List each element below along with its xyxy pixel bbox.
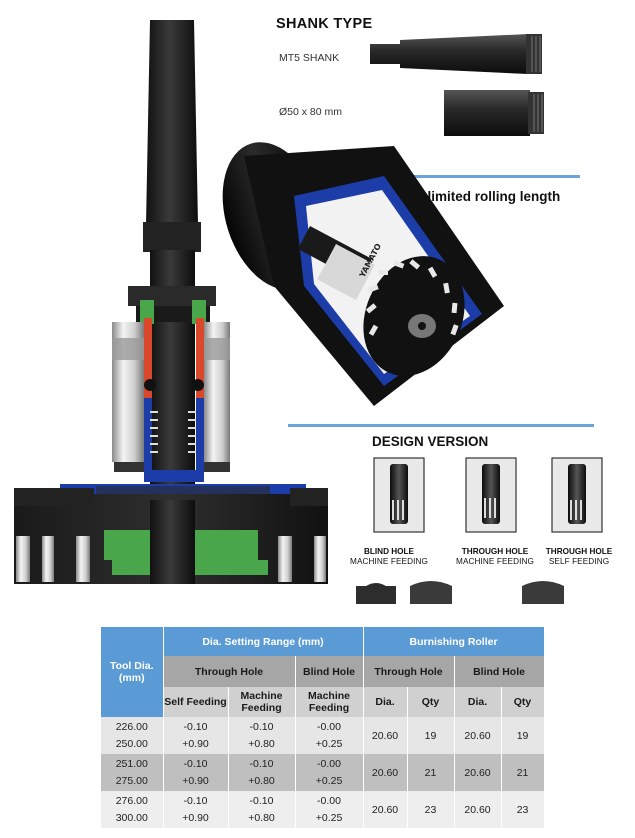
header-blind-dia: Dia. (454, 687, 502, 717)
design-version-title: DESIGN VERSION (372, 434, 489, 449)
cylindrical-shank-illustration (444, 90, 544, 136)
self-feeding-cell: -0.10+0.90 (163, 717, 229, 754)
specification-table: Tool Dia. (mm) Dia. Setting Range (mm) B… (101, 627, 545, 828)
blind-qty-cell: 23 (501, 791, 545, 828)
tool-cross-section-illustration (14, 20, 328, 584)
header-setting-range: Dia. Setting Range (mm) (163, 627, 364, 656)
blind-qty-cell: 21 (501, 754, 545, 791)
section-divider (288, 424, 594, 427)
design-version-line2: MACHINE FEEDING (350, 557, 428, 566)
blind-dia-cell: 20.60 (454, 717, 502, 754)
header-machine-feeding: Machine Feeding (228, 687, 296, 717)
through-qty-cell: 21 (407, 754, 455, 791)
header-through-qty: Qty (407, 687, 455, 717)
through-dia-cell: 20.60 (363, 717, 408, 754)
blind-machine-feeding-cell: -0.00+0.25 (295, 717, 364, 754)
blind-machine-feeding-cell: -0.00+0.25 (295, 791, 364, 828)
blind-dia-cell: 20.60 (454, 754, 502, 791)
through-dia-cell: 20.60 (363, 754, 408, 791)
mt5-shank-label: MT5 SHANK (279, 52, 340, 64)
machine-feeding-cell: -0.10+0.80 (228, 754, 296, 791)
design-version-line1: BLIND HOLE (363, 547, 415, 556)
roller-in-bore-illustration: YAMATO (222, 142, 504, 406)
header-tool-dia: Tool Dia. (mm) (101, 627, 164, 717)
design-version-illustrations (356, 457, 603, 604)
through-qty-cell: 19 (407, 717, 455, 754)
design-version-label-through-hole-machine: THROUGH HOLE MACHINE FEEDING (450, 547, 540, 567)
header-roller-through-hole: Through Hole (363, 656, 455, 687)
design-version-line2: SELF FEEDING (548, 557, 610, 566)
cylindrical-shank-label: Ø50 x 80 mm (279, 106, 343, 118)
design-version-line2: MACHINE FEEDING (456, 557, 534, 566)
self-feeding-cell: -0.10+0.90 (163, 791, 229, 828)
design-version-line1: THROUGH HOLE (545, 547, 613, 556)
unlimited-rolling-length-label: unlimited rolling length (411, 189, 561, 204)
self-feeding-cell: -0.10+0.90 (163, 754, 229, 791)
shank-type-title: SHANK TYPE (276, 16, 373, 32)
mt5-shank-illustration (370, 34, 542, 74)
header-blind-machine-feeding: Machine Feeding (295, 687, 364, 717)
design-version-line1: THROUGH HOLE (461, 547, 529, 556)
through-dia-cell: 20.60 (363, 791, 408, 828)
machine-feeding-cell: -0.10+0.80 (228, 791, 296, 828)
through-qty-cell: 23 (407, 791, 455, 828)
header-burnishing-roller: Burnishing Roller (363, 627, 545, 656)
header-self-feeding: Self Feeding (163, 687, 229, 717)
header-through-hole: Through Hole (163, 656, 296, 687)
section-divider (362, 175, 580, 178)
design-version-label-through-hole-self: THROUGH HOLE SELF FEEDING (534, 547, 624, 567)
header-through-dia: Dia. (363, 687, 408, 717)
header-blind-hole: Blind Hole (295, 656, 364, 687)
machine-feeding-cell: -0.10+0.80 (228, 717, 296, 754)
blind-qty-cell: 19 (501, 717, 545, 754)
blind-dia-cell: 20.60 (454, 791, 502, 828)
header-blind-qty: Qty (501, 687, 545, 717)
blind-machine-feeding-cell: -0.00+0.25 (295, 754, 364, 791)
design-version-label-blind-hole-machine: BLIND HOLE MACHINE FEEDING (344, 547, 434, 567)
header-roller-blind-hole: Blind Hole (454, 656, 545, 687)
